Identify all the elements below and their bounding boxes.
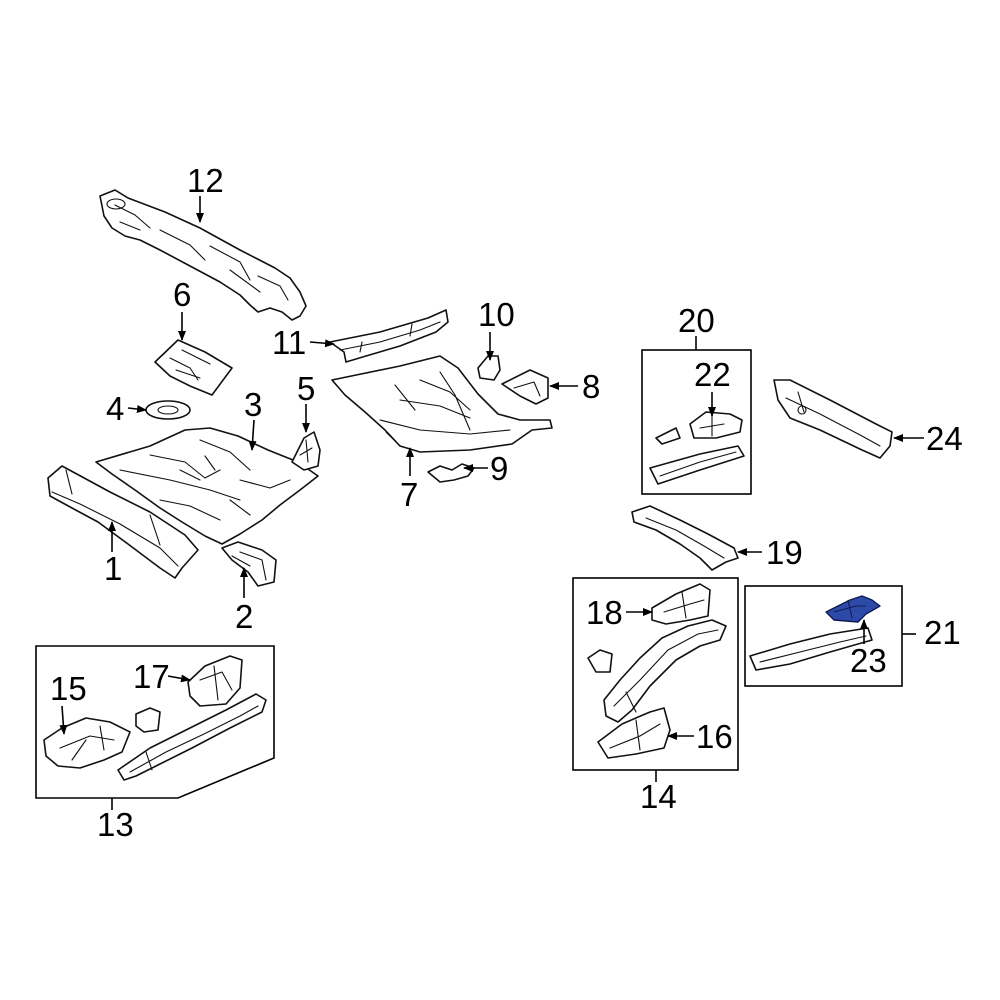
callout-9[interactable]: 9: [490, 450, 508, 487]
part-23-highlighted: [825, 595, 881, 623]
callout-23[interactable]: 23: [850, 642, 887, 679]
assembly-13-box[interactable]: [35, 645, 275, 799]
part-6-bracket[interactable]: [154, 339, 233, 396]
assembly-20-box[interactable]: [641, 349, 752, 495]
callout-16[interactable]: 16: [696, 718, 733, 755]
callout-24[interactable]: 24: [926, 420, 963, 457]
part-9-bracket[interactable]: [427, 463, 475, 483]
callout-1[interactable]: 1: [104, 550, 122, 587]
assembly-21-box[interactable]: [744, 585, 903, 687]
assembly-14-box[interactable]: [572, 577, 739, 771]
callout-labels: 12 6 4 3 5 1 2 11 10 8 9 7 15 17 13 20 2…: [50, 162, 963, 843]
callout-18[interactable]: 18: [586, 594, 623, 631]
callout-4[interactable]: 4: [106, 390, 124, 427]
callout-7[interactable]: 7: [400, 476, 418, 513]
callout-10[interactable]: 10: [478, 296, 515, 333]
callout-17[interactable]: 17: [133, 658, 170, 695]
part-7-rear-floor[interactable]: [331, 355, 553, 453]
callout-5[interactable]: 5: [297, 370, 315, 407]
part-11-crossmember[interactable]: [329, 309, 449, 363]
part-10-bracket[interactable]: [477, 355, 501, 381]
callout-8[interactable]: 8: [582, 368, 600, 405]
part-1-side-rail[interactable]: [47, 465, 199, 579]
part-8-bracket[interactable]: [501, 369, 549, 405]
callout-13[interactable]: 13: [97, 806, 134, 843]
callout-15[interactable]: 15: [50, 670, 87, 707]
part-4-washer[interactable]: [145, 400, 191, 420]
callout-22[interactable]: 22: [694, 356, 731, 393]
callout-6[interactable]: 6: [173, 276, 191, 313]
callout-11[interactable]: 11: [272, 324, 306, 361]
callout-14[interactable]: 14: [640, 778, 677, 815]
callout-12[interactable]: 12: [187, 162, 224, 199]
part-5-bracket[interactable]: [291, 431, 321, 471]
part-3-floor-pan[interactable]: [95, 427, 319, 545]
callout-20[interactable]: 20: [678, 302, 715, 339]
part-12-crossmember[interactable]: [99, 189, 307, 321]
callout-19[interactable]: 19: [766, 534, 803, 571]
leader-lines: [59, 196, 924, 810]
part-24-panel[interactable]: [773, 379, 893, 459]
part-19-rail[interactable]: [631, 505, 739, 571]
callout-2[interactable]: 2: [235, 598, 253, 635]
callout-21[interactable]: 21: [924, 614, 961, 651]
part-2-bracket[interactable]: [221, 541, 277, 587]
callout-3[interactable]: 3: [244, 386, 262, 423]
